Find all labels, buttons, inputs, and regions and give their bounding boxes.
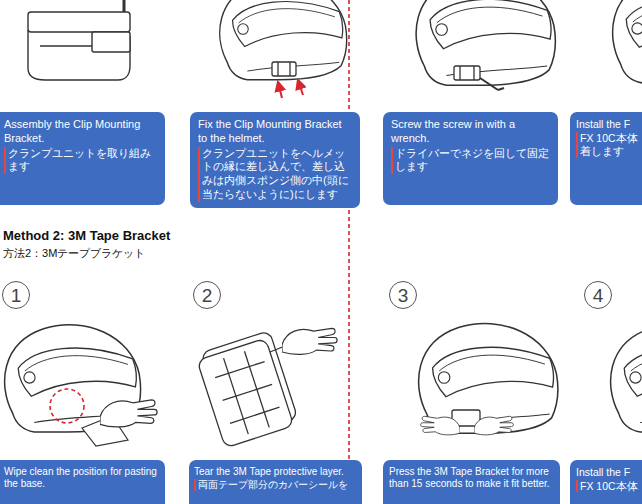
- step-text: Press the 3M Tape Bracket for more than …: [389, 466, 552, 490]
- step-text-ja: FX 10C本体: [576, 480, 640, 493]
- callout-number: 1: [11, 286, 22, 305]
- step-box: Wipe clean the position for pasting the …: [0, 460, 165, 504]
- step-box: Assembly the Clip Mounting Bracket.クランプユ…: [0, 112, 165, 205]
- section-subtitle: 方法2：3Mテープブラケット: [3, 246, 145, 261]
- callout-number: 4: [593, 286, 604, 305]
- section-title: Method 2: 3M Tape Bracket: [3, 228, 170, 243]
- step-text: Tear the 3M Tape protective layer.: [194, 466, 354, 478]
- step-text-ja: 両面テープ部分のカバーシールを: [194, 479, 354, 491]
- step-text: Install the F: [576, 466, 636, 479]
- step-text: Assembly the Clip Mounting Bracket.: [4, 118, 157, 146]
- step-box: Install the FFX 10C本体: [570, 460, 642, 504]
- step-box: Press the 3M Tape Bracket for more than …: [383, 460, 560, 504]
- step-text: Wipe clean the position for pasting the …: [4, 466, 157, 490]
- step-text-ja: FX 10C本体 着します: [576, 132, 640, 158]
- step-number: 4: [584, 281, 612, 309]
- step-number: 1: [2, 281, 30, 309]
- callout-number: 2: [202, 286, 213, 305]
- callout-number: 3: [398, 286, 409, 305]
- step-text-ja: クランプユニットを取り組みます: [4, 147, 157, 175]
- step-text: Screw the screw in with a wrench.: [391, 118, 550, 146]
- step-box: Tear the 3M Tape protective layer.両面テープ部…: [189, 460, 362, 504]
- step-box: Screw the screw in with a wrench.ドライバーでネ…: [383, 112, 558, 205]
- step-text: Install the F: [576, 118, 636, 131]
- step-text-ja: ドライバーでネジを回して固定します: [391, 147, 550, 175]
- step-text-ja: クランプユニットをヘルメットの縁に差し込んで、差し込みは内側スポンジ側の中(頭に…: [198, 147, 352, 202]
- step-text: Fix the Clip Mounting Bracket to the hel…: [198, 118, 352, 146]
- step-number: 2: [193, 281, 221, 309]
- step-number: 3: [389, 281, 417, 309]
- step-box: Fix the Clip Mounting Bracket to the hel…: [190, 112, 360, 208]
- step-box: Install the FFX 10C本体 着します: [570, 112, 642, 205]
